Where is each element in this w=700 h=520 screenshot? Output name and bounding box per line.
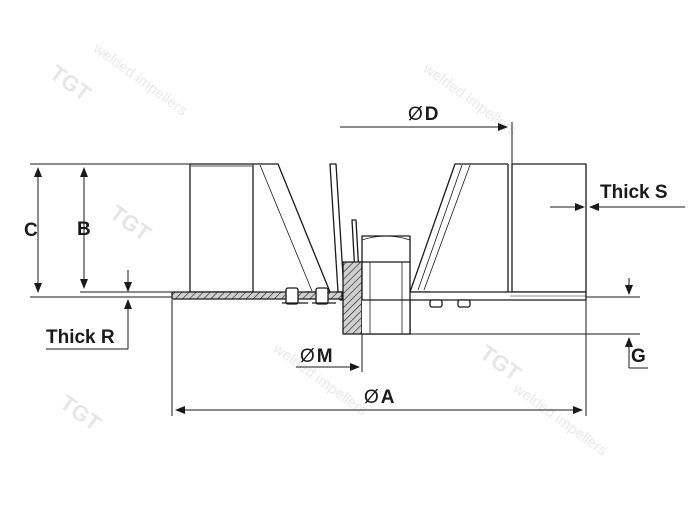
dim-label-g: G bbox=[631, 346, 646, 367]
hub-top bbox=[361, 235, 411, 262]
right-blade bbox=[511, 163, 587, 293]
dim-label-c: C bbox=[24, 220, 38, 241]
diameter-symbol: Ø bbox=[300, 346, 315, 367]
left-blade bbox=[189, 163, 254, 293]
dim-label-thick-r: Thick R bbox=[46, 327, 115, 348]
diameter-symbol: Ø bbox=[408, 104, 423, 125]
back-plate-section bbox=[171, 291, 343, 300]
dim-label-b: B bbox=[77, 219, 91, 240]
right-blade-edge bbox=[409, 163, 508, 293]
dim-label-thick-s: Thick S bbox=[600, 182, 668, 203]
diameter-symbol: Ø bbox=[364, 387, 379, 408]
hub-section bbox=[342, 261, 363, 335]
left-blade-edge bbox=[253, 163, 331, 293]
